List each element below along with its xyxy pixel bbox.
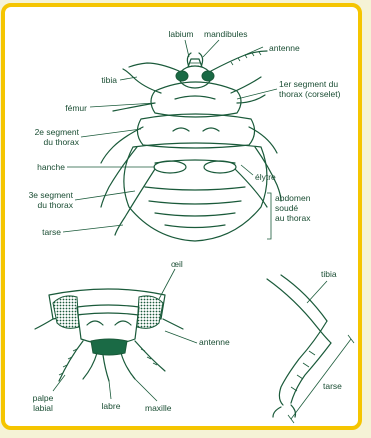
label-troisieme-segment-thorax: 3e segment du thorax <box>5 190 73 210</box>
label-abdomen: abdomen soudé au thorax <box>275 193 310 223</box>
label-palpe-labial: palpe labial <box>23 393 63 413</box>
label-tarse-top: tarse <box>5 227 61 237</box>
label-tibia: tibia <box>55 75 117 85</box>
label-mandibules: mandibules <box>204 29 247 39</box>
label-deuxieme-segment-thorax: 2e segment du thorax <box>11 127 79 147</box>
label-premier-segment-thorax: 1er segment du thorax (corselet) <box>279 79 340 99</box>
leader-lines-head <box>53 269 197 401</box>
leader-lines-leg <box>288 281 354 423</box>
leader-lines-top <box>63 40 277 239</box>
label-labre: labre <box>93 401 129 411</box>
label-antenne: antenne <box>269 43 300 53</box>
head-frontal <box>35 289 183 381</box>
label-femur: fémur <box>25 103 87 113</box>
label-hanche: hanche <box>7 162 65 172</box>
diagram-frame: labium mandibules antenne tibia 1er segm… <box>1 3 362 430</box>
label-tarse-leg: tarse <box>323 381 342 391</box>
label-labium: labium <box>159 29 203 39</box>
beetle-body <box>101 51 281 241</box>
label-tibia-leg: tibia <box>321 269 337 279</box>
label-oeil: œil <box>171 259 183 269</box>
leg-detail <box>267 275 331 417</box>
label-antenne-head: antenne <box>199 337 230 347</box>
label-elytre: élytre <box>255 172 276 182</box>
label-maxille: maxille <box>145 403 171 413</box>
